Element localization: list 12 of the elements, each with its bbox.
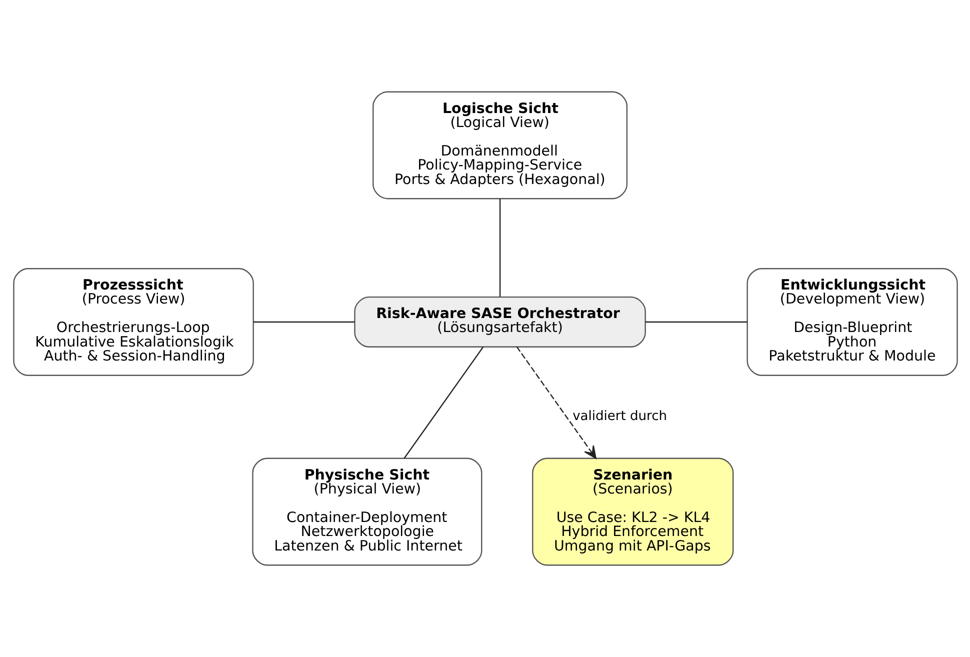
node-box: Physische Sicht (Physical View) Container-Deployment Netzwerktopologie Latenzen & Public Internet	[252, 458, 482, 566]
node-box: Risk-Aware SASE Orchestrator (Lösungsartefakt)	[354, 296, 646, 348]
node-box: Szenarien (Scenarios) Use Case: KL2 -> KL4 Hybrid Enforcement Umgang mit API-Gaps	[532, 458, 734, 566]
connector	[403, 346, 484, 459]
edge-label: validiert durch	[572, 409, 667, 424]
connector	[498, 198, 500, 297]
arrow	[516, 346, 596, 459]
connector	[252, 321, 354, 323]
connector	[645, 321, 747, 323]
node-box: Prozesssicht (Process View) Orchestrierungs-Loop Kumulative Eskalationslogik Auth- & Session-Handling	[12, 268, 254, 376]
node-box: Logische Sicht (Logical View) Domänenmodell Policy-Mapping-Service Ports & Adapters (Hexagonal)	[372, 91, 628, 200]
node-box: Entwicklungssicht (Development View) Design-Blueprint Python Paketstruktur & Module	[746, 268, 958, 376]
